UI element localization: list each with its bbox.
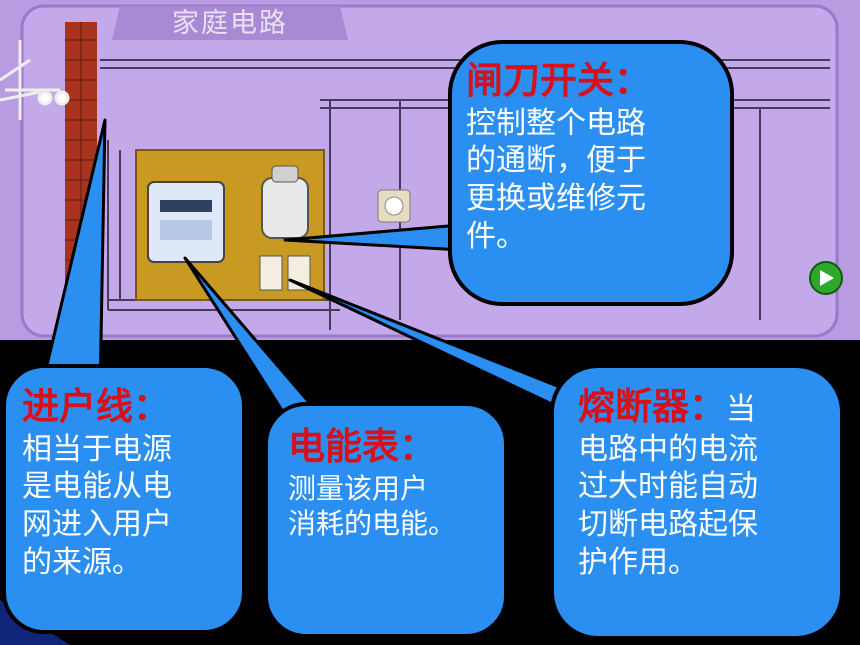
- meter-board: [135, 149, 325, 301]
- wall-socket: [377, 189, 411, 223]
- service-line-callout: 进户线： 相当于电源 是电能从电 网进入用户 的来源。: [22, 384, 232, 582]
- fuse-device-left: [259, 255, 283, 291]
- service-line-body-line-2: 是电能从电: [22, 469, 172, 505]
- knife-switch-body-line-1: 控制整个电路: [466, 105, 646, 141]
- service-line-body-line-1: 相当于电源: [22, 431, 172, 467]
- knife-switch-callout: 闸刀开关： 控制整个电路 的通断，便于 更换或维修元 件。: [466, 58, 716, 256]
- electric-meter-body-line-1: 测量该用户: [288, 471, 429, 505]
- bubble-fuse: [550, 364, 844, 640]
- title-tab: [112, 6, 348, 40]
- callout-pointers: [38, 118, 582, 417]
- service-line-body-line-4: 的来源。: [22, 545, 142, 580]
- electric-meter-callout: 电能表： 测量该用户 消耗的电能。: [288, 424, 498, 541]
- bubble-knife-switch: [448, 40, 734, 306]
- utility-pole: [0, 40, 70, 120]
- electric-meter-title: 电能表：: [288, 425, 436, 468]
- service-line-title: 进户线：: [22, 385, 170, 428]
- fuse-body-line-4: 护作用。: [578, 545, 698, 580]
- knife-switch-body-line-4: 件。: [466, 219, 526, 254]
- knife-switch-body-line-2: 的通断，便于: [466, 143, 646, 179]
- knife-switch-body-line-3: 更换或维修元: [466, 181, 646, 217]
- knife-switch-title: 闸刀开关：: [466, 59, 651, 102]
- fuse-title-suffix: 当: [726, 392, 756, 427]
- service-line-body-line-3: 网进入用户: [22, 507, 172, 543]
- next-button[interactable]: [809, 261, 843, 295]
- fuse-title-row: 熔断器：当: [578, 384, 828, 431]
- fuse-callout: 熔断器：当 电路中的电流 过大时能自动 切断电路起保 护作用。: [578, 384, 828, 582]
- callout-bubbles: [2, 40, 844, 640]
- bubble-service-line: [2, 364, 246, 634]
- bubble-electric-meter: [264, 402, 508, 638]
- fuse-body-line-3: 切断电路起保: [578, 507, 758, 543]
- diagram-title: 家庭电路: [172, 8, 288, 39]
- knife-switch-device: [261, 177, 309, 239]
- fuse-body-line-1: 电路中的电流: [578, 431, 758, 467]
- electric-meter-body-line-2: 消耗的电能。: [288, 506, 457, 540]
- fuse-title: 熔断器：: [578, 385, 726, 428]
- fuse-body-line-2: 过大时能自动: [578, 469, 758, 505]
